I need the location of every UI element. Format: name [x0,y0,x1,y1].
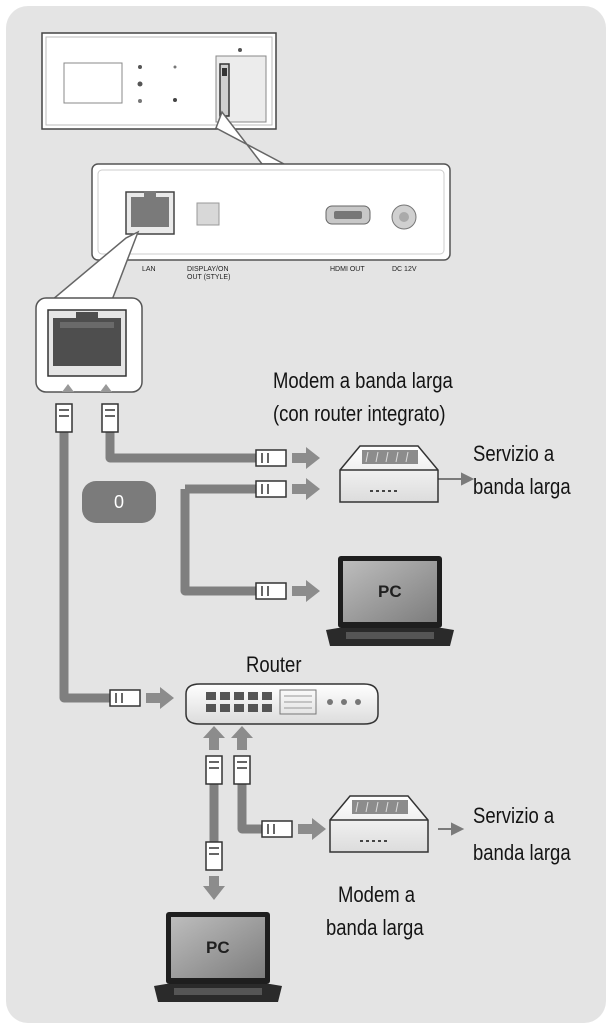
laptop-pc-2 [154,912,282,1002]
cables [59,430,262,842]
label-service-2-line1: Servizio a [473,803,555,828]
connection-arrows [146,447,326,900]
label-modem-line2: banda larga [326,915,424,940]
label-service-2-line2: banda larga [473,840,571,865]
connector-panel [91,163,451,261]
lan-port-zoom [35,297,143,393]
plugs [55,403,293,871]
modem-router-device [339,445,439,503]
label-router: Router [246,652,302,677]
label-modem-line1: Modem a [338,882,416,907]
port-label-lan: LAN [142,266,156,273]
label-service-1-line2: banda larga [473,474,571,499]
port-label-display-out-2: OUT (STYLE) [187,274,231,281]
port-label-display-out-1: DISPLAY/ON [187,266,229,273]
pc-label-2: PC [206,938,230,957]
option-badge: 0 [82,481,156,523]
label-service-1-line1: Servizio a [473,441,555,466]
port-label-hdmi-out: HDMI OUT [330,266,365,273]
label-modem-router-line2: (con router integrato) [273,401,446,426]
router-device [185,683,379,725]
arrow-up-right [100,384,112,392]
service-arrows [438,472,475,836]
label-modem-router-line1: Modem a banda larga [273,368,453,393]
arrow-up-left [62,384,74,392]
laptop-pc-1 [326,556,454,646]
port-label-dc: DC 12V [392,266,417,273]
device-back-panel [41,32,277,130]
modem-device [329,795,429,853]
pc-label-1: PC [378,582,402,601]
